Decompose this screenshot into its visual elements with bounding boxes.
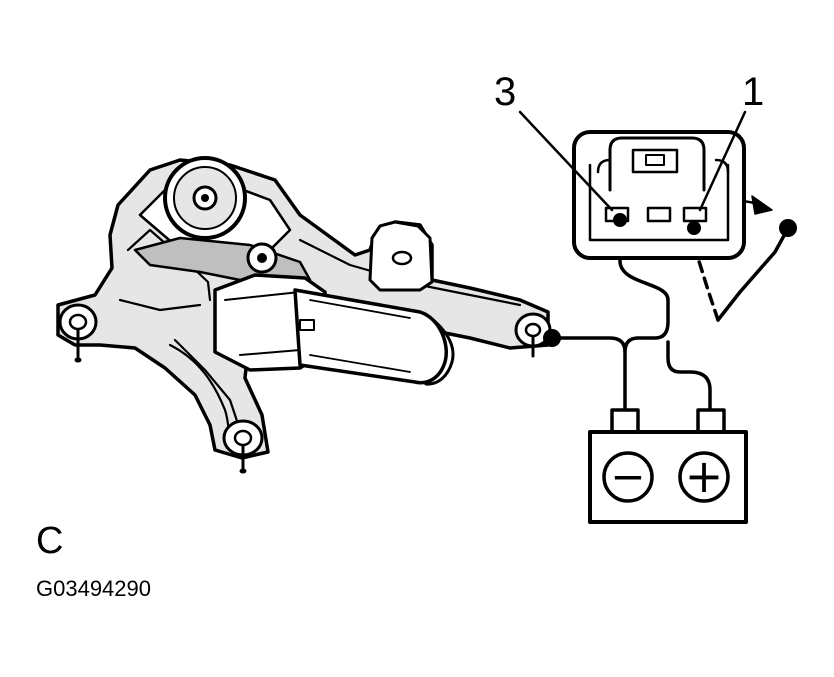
ground-terminal-clip [543, 329, 561, 347]
ground-lead-to-pin3 [618, 220, 670, 354]
motor-connector [572, 130, 746, 260]
terminal-slot-1 [682, 206, 708, 223]
mounting-grommet-right [514, 312, 552, 358]
mounting-tab-hole [391, 250, 413, 266]
mounting-grommet-left [58, 303, 98, 363]
terminal-slot-center [646, 206, 672, 223]
positive-lead-jumper [716, 230, 788, 322]
probe-tip [779, 219, 797, 237]
battery-negative-circle [602, 451, 654, 503]
wiper-motor-assembly [56, 156, 552, 474]
view-letter: C [36, 520, 64, 562]
positive-lead-dashed [696, 256, 720, 322]
battery-positive-post [696, 408, 726, 434]
arrow-head [751, 195, 773, 215]
battery: − + [588, 408, 748, 524]
battery-positive-circle [678, 451, 730, 503]
battery-negative-symbol: − [610, 452, 645, 501]
mounting-grommet-bottom [222, 419, 264, 474]
ground-lead [548, 336, 627, 414]
terminal-pin-1 [687, 221, 701, 235]
test-wiring [548, 195, 788, 414]
leader-line-1 [698, 110, 747, 212]
figure-code: G03494290 [36, 576, 151, 601]
pin-label-1: 1 [742, 70, 765, 114]
battery-positive-symbol: + [685, 449, 724, 503]
positive-lead [666, 340, 712, 414]
terminal-pin-3 [613, 213, 627, 227]
motor-end-cap [418, 310, 455, 386]
battery-negative-post [610, 408, 640, 434]
leader-line-3 [518, 110, 614, 212]
pin-label-3: 3 [494, 70, 517, 114]
